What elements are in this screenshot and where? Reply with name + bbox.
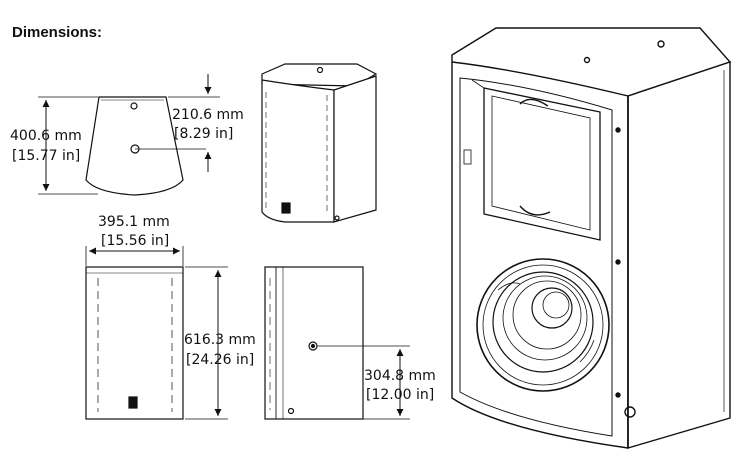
narrow-depth-mm-label: 210.6 mm <box>172 107 244 123</box>
narrow-depth-dimension <box>168 74 220 172</box>
front-view <box>85 266 184 420</box>
mount-height-mm-label: 304.8 mm <box>364 368 436 384</box>
front-view-outline <box>85 266 184 420</box>
depth-dimension <box>38 96 98 195</box>
depth-in-label: [15.77 in] <box>12 148 80 164</box>
mount-height-in-label: [12.00 in] <box>366 387 434 403</box>
top-view-outline <box>85 96 184 196</box>
front-logo <box>128 396 138 409</box>
small-logo <box>281 202 291 214</box>
large-side-face <box>627 61 731 449</box>
page-title: Dimensions: <box>12 24 103 41</box>
height-mm-label: 616.3 mm <box>184 332 256 348</box>
width-in-label: [15.56 in] <box>101 233 169 249</box>
height-in-label: [24.26 in] <box>186 352 254 368</box>
side-view <box>264 266 410 420</box>
small-isometric-view <box>261 63 378 223</box>
width-dimension <box>85 246 184 266</box>
large-isometric-view <box>451 27 732 449</box>
height-dimension <box>185 266 228 420</box>
depth-mm-label: 400.6 mm <box>10 128 82 144</box>
top-view-small-hole <box>130 102 138 110</box>
top-view <box>85 96 206 196</box>
narrow-depth-in-label: [8.29 in] <box>174 126 233 142</box>
width-mm-label: 395.1 mm <box>98 214 170 230</box>
